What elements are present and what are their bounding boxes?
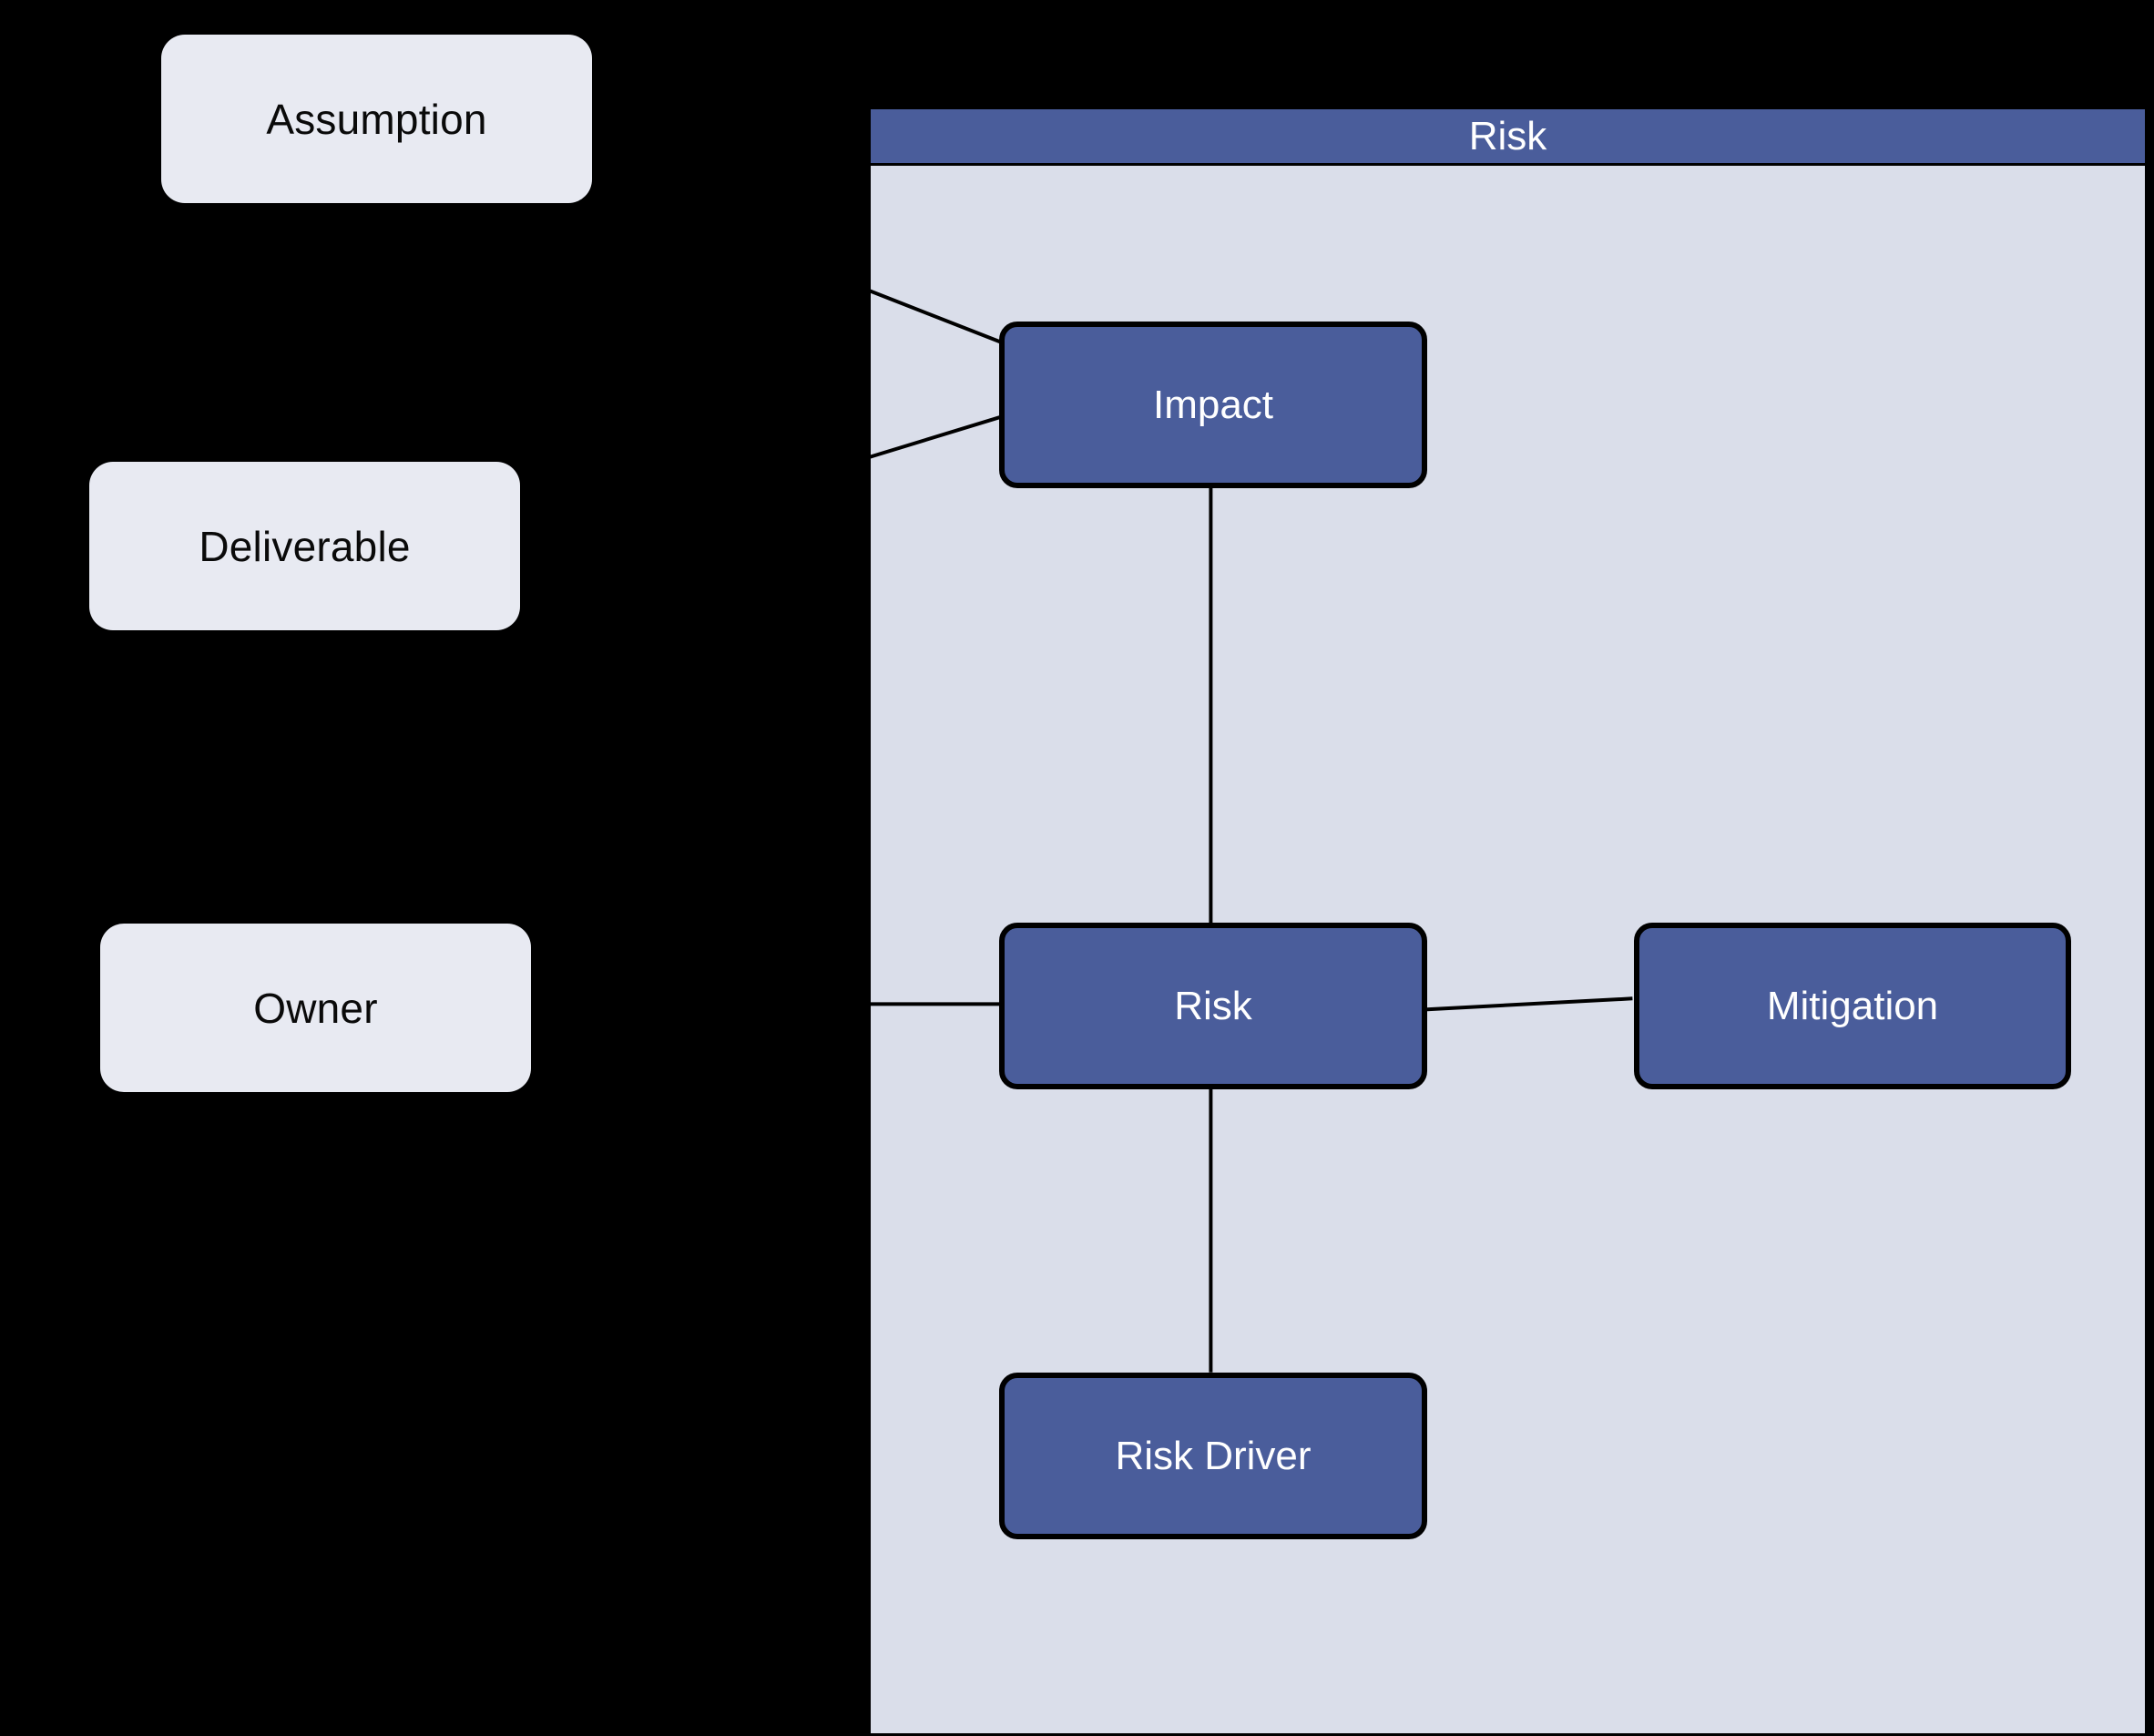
edge-external-impact-upper <box>871 289 1001 344</box>
entity-box-deliverable[interactable]: Deliverable <box>89 462 520 630</box>
entity-box-assumption[interactable]: Assumption <box>161 35 592 203</box>
edge-risk-mitigation <box>1423 996 1633 1012</box>
node-mitigation[interactable]: Mitigation <box>1634 923 2071 1089</box>
risk-panel-header[interactable]: Risk <box>868 107 2148 166</box>
risk-panel-title: Risk <box>1468 113 1547 158</box>
node-risk-driver[interactable]: Risk Driver <box>999 1373 1427 1539</box>
node-impact[interactable]: Impact <box>999 322 1427 488</box>
edge-external-impact-lower <box>871 415 1001 459</box>
node-mitigation-label: Mitigation <box>1766 983 1939 1028</box>
node-impact-label: Impact <box>1152 382 1274 427</box>
entity-box-assumption-label: Assumption <box>266 95 487 143</box>
risk-panel: Risk Impact Risk <box>868 107 2148 1736</box>
node-risk[interactable]: Risk <box>999 923 1427 1089</box>
entity-box-owner-label: Owner <box>253 984 378 1032</box>
entity-box-owner[interactable]: Owner <box>100 924 531 1092</box>
entity-box-deliverable-label: Deliverable <box>199 522 411 570</box>
node-risk-label: Risk <box>1174 983 1252 1028</box>
node-risk-driver-label: Risk Driver <box>1115 1433 1312 1478</box>
risk-panel-body: Impact Risk Mitigation Risk Driver <box>868 166 2148 1736</box>
